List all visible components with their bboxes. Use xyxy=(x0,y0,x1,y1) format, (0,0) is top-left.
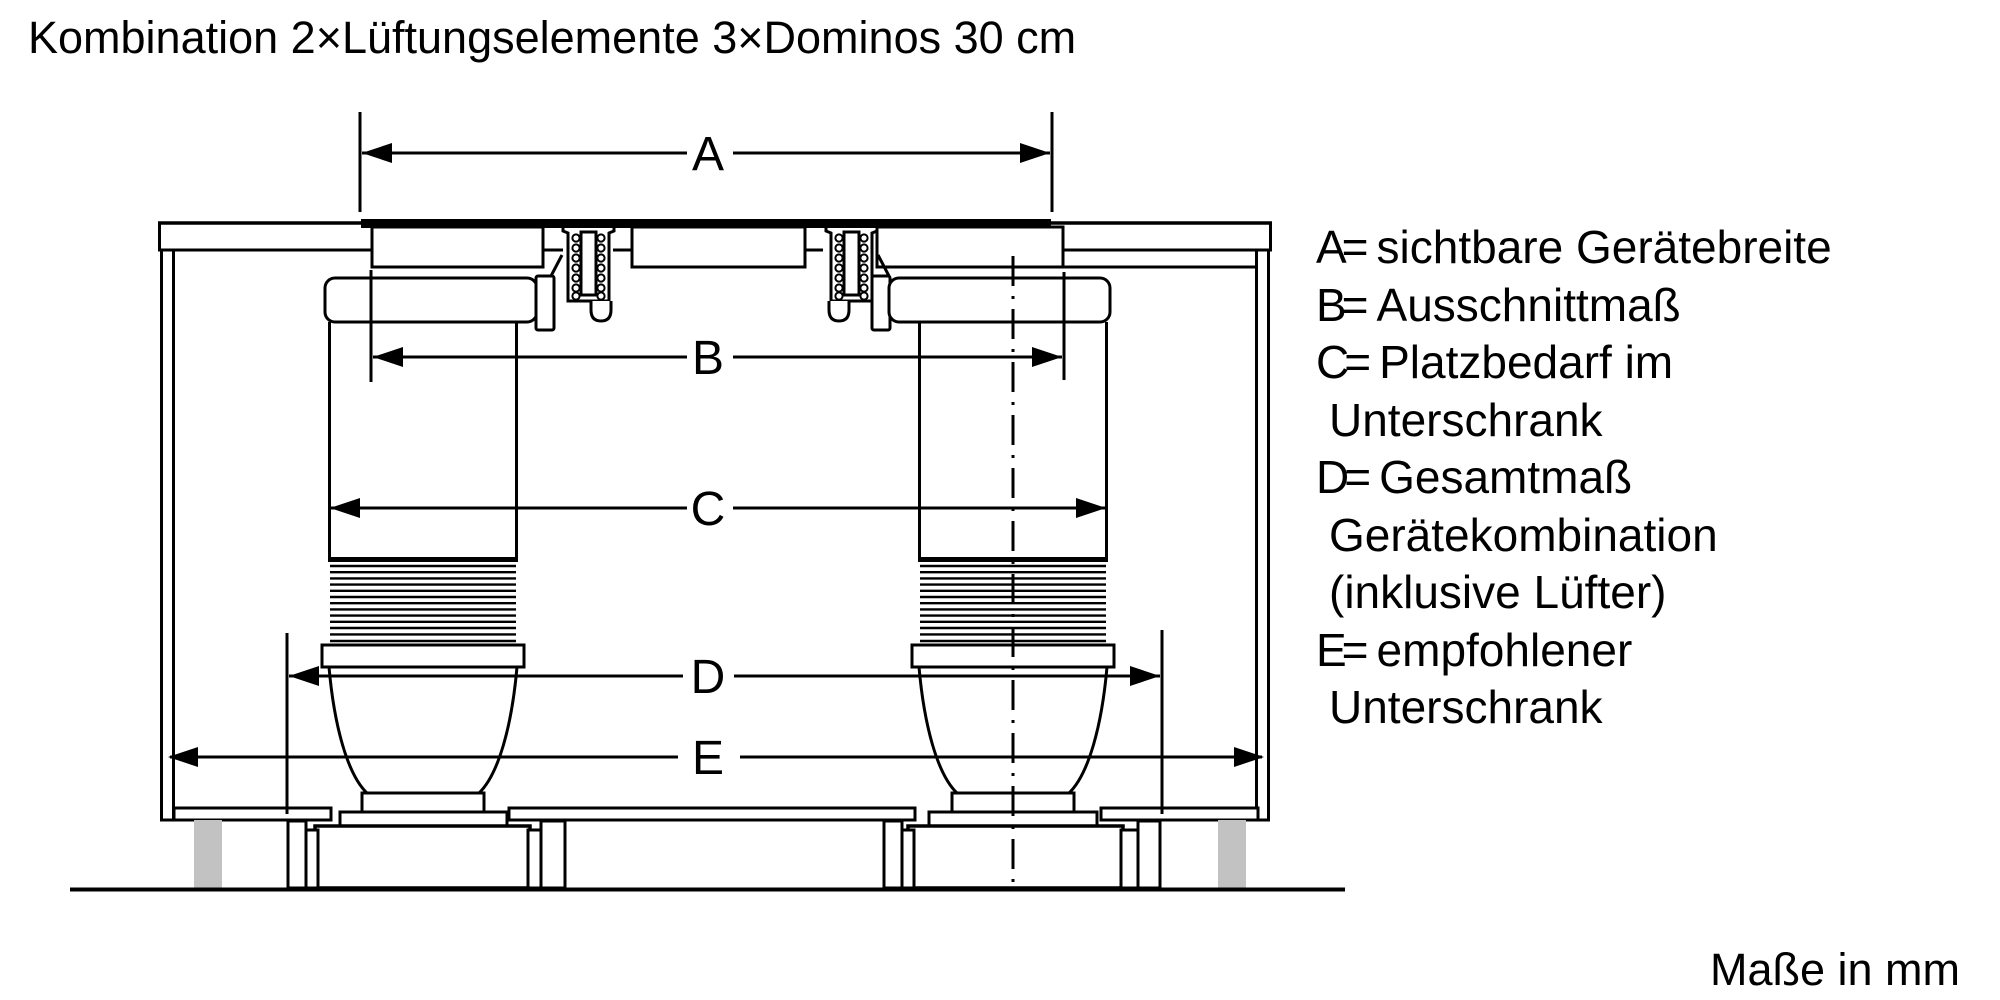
dim-e-arrow-left xyxy=(168,747,198,767)
legend-row-a: A=sichtbare Gerätebreite xyxy=(1316,219,1832,277)
clamp-center-bar xyxy=(579,230,598,297)
dim-label-e: E xyxy=(692,732,724,785)
hob-body-middle xyxy=(630,225,807,269)
vent-unit-right xyxy=(870,274,1162,890)
dimension-b: B xyxy=(369,270,1066,385)
legend-row-e2: Unterschrank xyxy=(1316,679,1832,737)
clamp-connector-line xyxy=(876,254,891,277)
plinth-foot-right xyxy=(1218,820,1246,888)
legend-row-c: C=Platzbedarf im xyxy=(1316,334,1832,392)
dim-c-arrow-right xyxy=(1076,498,1106,518)
legend-row-d: D=Gesamtmaß xyxy=(1316,449,1832,507)
dim-label-d: D xyxy=(691,651,726,704)
legend-key: A= xyxy=(1316,221,1368,273)
extension-lines xyxy=(358,112,1054,212)
dim-c-arrow-left xyxy=(330,498,360,518)
legend-row-c2: Unterschrank xyxy=(1316,392,1832,450)
cabinet-right-wall xyxy=(1255,248,1270,822)
clamp-hook xyxy=(827,301,851,323)
duct-top-box xyxy=(323,276,539,324)
legend: A=sichtbare Gerätebreite B=Ausschnittmaß… xyxy=(1316,219,1832,737)
flex-duct-ribs xyxy=(330,564,516,643)
dimension-c: C xyxy=(330,483,1106,536)
legend-row-e: E=empfohlener xyxy=(1316,622,1832,680)
clamp-spring xyxy=(571,233,606,301)
legend-key: D= xyxy=(1316,451,1371,503)
clamp-hook xyxy=(589,301,613,323)
hob-bodies xyxy=(370,225,1065,269)
cabinet-bottom-board xyxy=(172,806,1260,822)
legend-text: Gerätekombination xyxy=(1329,508,1718,561)
legend-text: Unterschrank xyxy=(1329,393,1603,446)
legend-text: Platzbedarf im xyxy=(1379,336,1674,388)
page-title: Kombination 2×Lüftungselemente 3×Dominos… xyxy=(28,12,1077,63)
cabinet-left-wall xyxy=(160,248,175,822)
dimension-a: A xyxy=(358,112,1054,212)
duct-collar xyxy=(870,274,892,332)
dim-label-c: C xyxy=(691,483,726,536)
legend-text: empfohlener xyxy=(1376,623,1633,676)
legend-text: (inklusive Lüfter) xyxy=(1329,566,1667,618)
legend-key: B= xyxy=(1316,278,1368,331)
legend-row-d3: (inklusive Lüfter) xyxy=(1316,564,1832,622)
hob-clamp-left xyxy=(549,220,616,323)
dimension-d: D xyxy=(285,630,1164,814)
duct-collar-band xyxy=(320,643,526,669)
duct-walls xyxy=(918,322,1108,559)
extension-lines xyxy=(285,630,1164,814)
legend-row-b: B=Ausschnittmaß xyxy=(1316,277,1832,335)
dim-e-arrow-right xyxy=(1234,747,1264,767)
dim-a-arrow-right xyxy=(1020,143,1050,163)
dim-label-a: A xyxy=(692,128,724,181)
clamp-spring xyxy=(834,233,869,301)
dim-a-arrow-left xyxy=(362,143,392,163)
dim-d-arrow-left xyxy=(289,666,319,686)
dim-b-arrow-left xyxy=(373,347,403,367)
blower-feet xyxy=(286,819,567,890)
plinth-foot-left xyxy=(194,820,222,888)
dimension-e: E xyxy=(168,732,1264,785)
dim-d-arrow-right xyxy=(1130,666,1160,686)
duct-top-box xyxy=(887,276,1112,324)
vent-unit-left xyxy=(286,274,567,890)
legend-text: Ausschnittmaß xyxy=(1376,278,1681,331)
blower-plate xyxy=(338,810,509,828)
legend-row-d2: Gerätekombination xyxy=(1316,507,1832,565)
clamp-center-bar xyxy=(842,230,861,297)
blower-bell xyxy=(917,666,1109,796)
hob-body-left xyxy=(370,225,545,269)
hob-body-right xyxy=(875,225,1065,269)
clamp-connector-line xyxy=(549,254,564,277)
legend-key: C= xyxy=(1316,336,1371,388)
legend-text: Gesamtmaß xyxy=(1379,451,1633,503)
blower-box xyxy=(906,824,1125,890)
blower-bell xyxy=(327,666,519,796)
legend-key: E= xyxy=(1316,623,1368,676)
dim-label-b: B xyxy=(692,332,724,385)
dim-b-arrow-right xyxy=(1032,347,1062,367)
legend-text: sichtbare Gerätebreite xyxy=(1376,221,1832,273)
duct-walls xyxy=(328,322,518,559)
extension-lines xyxy=(369,270,1066,382)
duct-collar xyxy=(534,274,556,332)
units-note: Maße in mm xyxy=(1710,944,1961,995)
legend-text: Unterschrank xyxy=(1329,681,1603,733)
blower-box xyxy=(313,824,532,890)
